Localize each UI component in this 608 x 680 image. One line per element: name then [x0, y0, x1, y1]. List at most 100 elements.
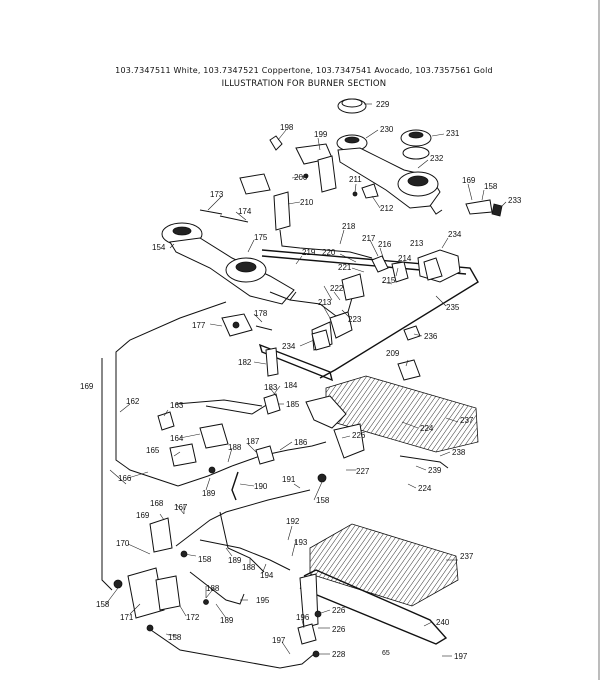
part-label: 210 [300, 198, 314, 207]
part-label: 188 [228, 443, 242, 452]
part-label: 240 [436, 618, 450, 627]
part-label: 218 [342, 222, 356, 231]
part-label: 170 [116, 539, 130, 548]
part-label: 162 [126, 397, 140, 406]
part-label: 237 [460, 416, 474, 425]
part-label: 217 [362, 234, 376, 243]
part-label: 239 [428, 466, 442, 475]
part-label: 182 [238, 358, 252, 367]
diagram-title: ILLUSTRATION FOR BURNER SECTION [221, 79, 387, 89]
part-label: 227 [356, 467, 370, 476]
part-label: 214 [398, 254, 412, 263]
part-label: 234 [282, 342, 296, 351]
part-label: 226 [352, 431, 366, 440]
part-label: 229 [376, 100, 390, 109]
part-label: 189 [202, 489, 216, 498]
part-label: 188 [206, 584, 220, 593]
part-label: 158 [96, 600, 110, 609]
part-label: 183 [264, 383, 278, 392]
part-label: 167 [174, 503, 188, 512]
part-label: 169 [462, 176, 476, 185]
part-label: 194 [260, 571, 274, 580]
part-label: 223 [348, 315, 362, 324]
part-label: 190 [254, 482, 268, 491]
part-label: 215 [382, 276, 396, 285]
part-label: 224 [418, 484, 432, 493]
part-label: 166 [118, 474, 132, 483]
part-label: 154 [152, 243, 166, 252]
leader-lines [105, 103, 507, 657]
part-label: 189 [220, 616, 234, 625]
part-label: 192 [286, 517, 300, 526]
part-label: 199 [314, 130, 328, 139]
part-label: 212 [380, 204, 394, 213]
part-label: 237 [460, 552, 474, 561]
part-label: 184 [284, 381, 298, 390]
part-label: 173 [210, 190, 224, 199]
part-label: 233 [508, 196, 522, 205]
part-label: 172 [186, 613, 200, 622]
part-label: 185 [286, 400, 300, 409]
manifold-frame [258, 249, 479, 382]
broiler-pan-lower [297, 523, 459, 645]
part-label: 228 [332, 650, 346, 659]
valve-controls-right [221, 255, 443, 381]
part-label: 224 [420, 424, 434, 433]
model-numbers-line: 103.7347511 White, 103.7347521 Copperton… [115, 66, 493, 75]
part-label: 187 [246, 437, 260, 446]
part-label: 221 [338, 263, 352, 272]
part-label: 197 [454, 652, 468, 661]
part-label: 178 [254, 309, 268, 318]
part-label: 231 [446, 129, 460, 138]
part-label: 209 [386, 349, 400, 358]
part-label: 196 [296, 613, 310, 622]
part-label: 158 [316, 496, 330, 505]
part-label: 234 [448, 230, 462, 239]
part-label: 188 [242, 563, 256, 572]
part-label: 238 [452, 448, 466, 457]
part-label: 168 [150, 499, 164, 508]
part-label: 220 [322, 248, 336, 257]
broiler-pan-upper [305, 375, 479, 469]
page-number: 65 [382, 650, 390, 657]
part-label: 174 [238, 207, 252, 216]
part-label: 236 [424, 332, 438, 341]
part-label: 165 [146, 446, 160, 455]
top-right-burner-assembly [336, 98, 443, 215]
gas-tubing [101, 301, 327, 669]
part-label: 216 [378, 240, 392, 249]
part-label: 198 [280, 123, 294, 132]
part-label: 186 [294, 438, 308, 447]
part-label: 200 [294, 173, 308, 182]
part-label: 232 [430, 154, 444, 163]
valve-controls-upper [199, 135, 503, 259]
part-label: 171 [120, 613, 134, 622]
part-label: 158 [168, 633, 182, 642]
part-label: 191 [282, 475, 296, 484]
part-label: 226 [332, 606, 346, 615]
part-label: 213 [410, 239, 424, 248]
part-label: 158 [198, 555, 212, 564]
part-label: 222 [330, 284, 344, 293]
part-label: 226 [332, 625, 346, 634]
part-label: 211 [349, 175, 362, 184]
part-label: 169 [136, 511, 150, 520]
part-label: 163 [170, 401, 184, 410]
part-label: 213 [318, 298, 332, 307]
part-label: 193 [294, 538, 308, 547]
part-label: 235 [446, 303, 460, 312]
part-label: 219 [302, 248, 316, 257]
part-label: 177 [192, 321, 206, 330]
part-label: 164 [170, 434, 184, 443]
left-burner-assembly [161, 222, 297, 305]
part-label: 197 [272, 636, 286, 645]
part-label: 189 [228, 556, 242, 565]
part-label: 230 [380, 125, 394, 134]
part-label: 169 [80, 382, 94, 391]
part-label: 195 [256, 596, 270, 605]
part-labels: 229 230 231 198 199 232 200 211 169 158 … [80, 100, 522, 661]
part-label: 158 [484, 182, 498, 191]
part-label: 175 [254, 233, 268, 242]
